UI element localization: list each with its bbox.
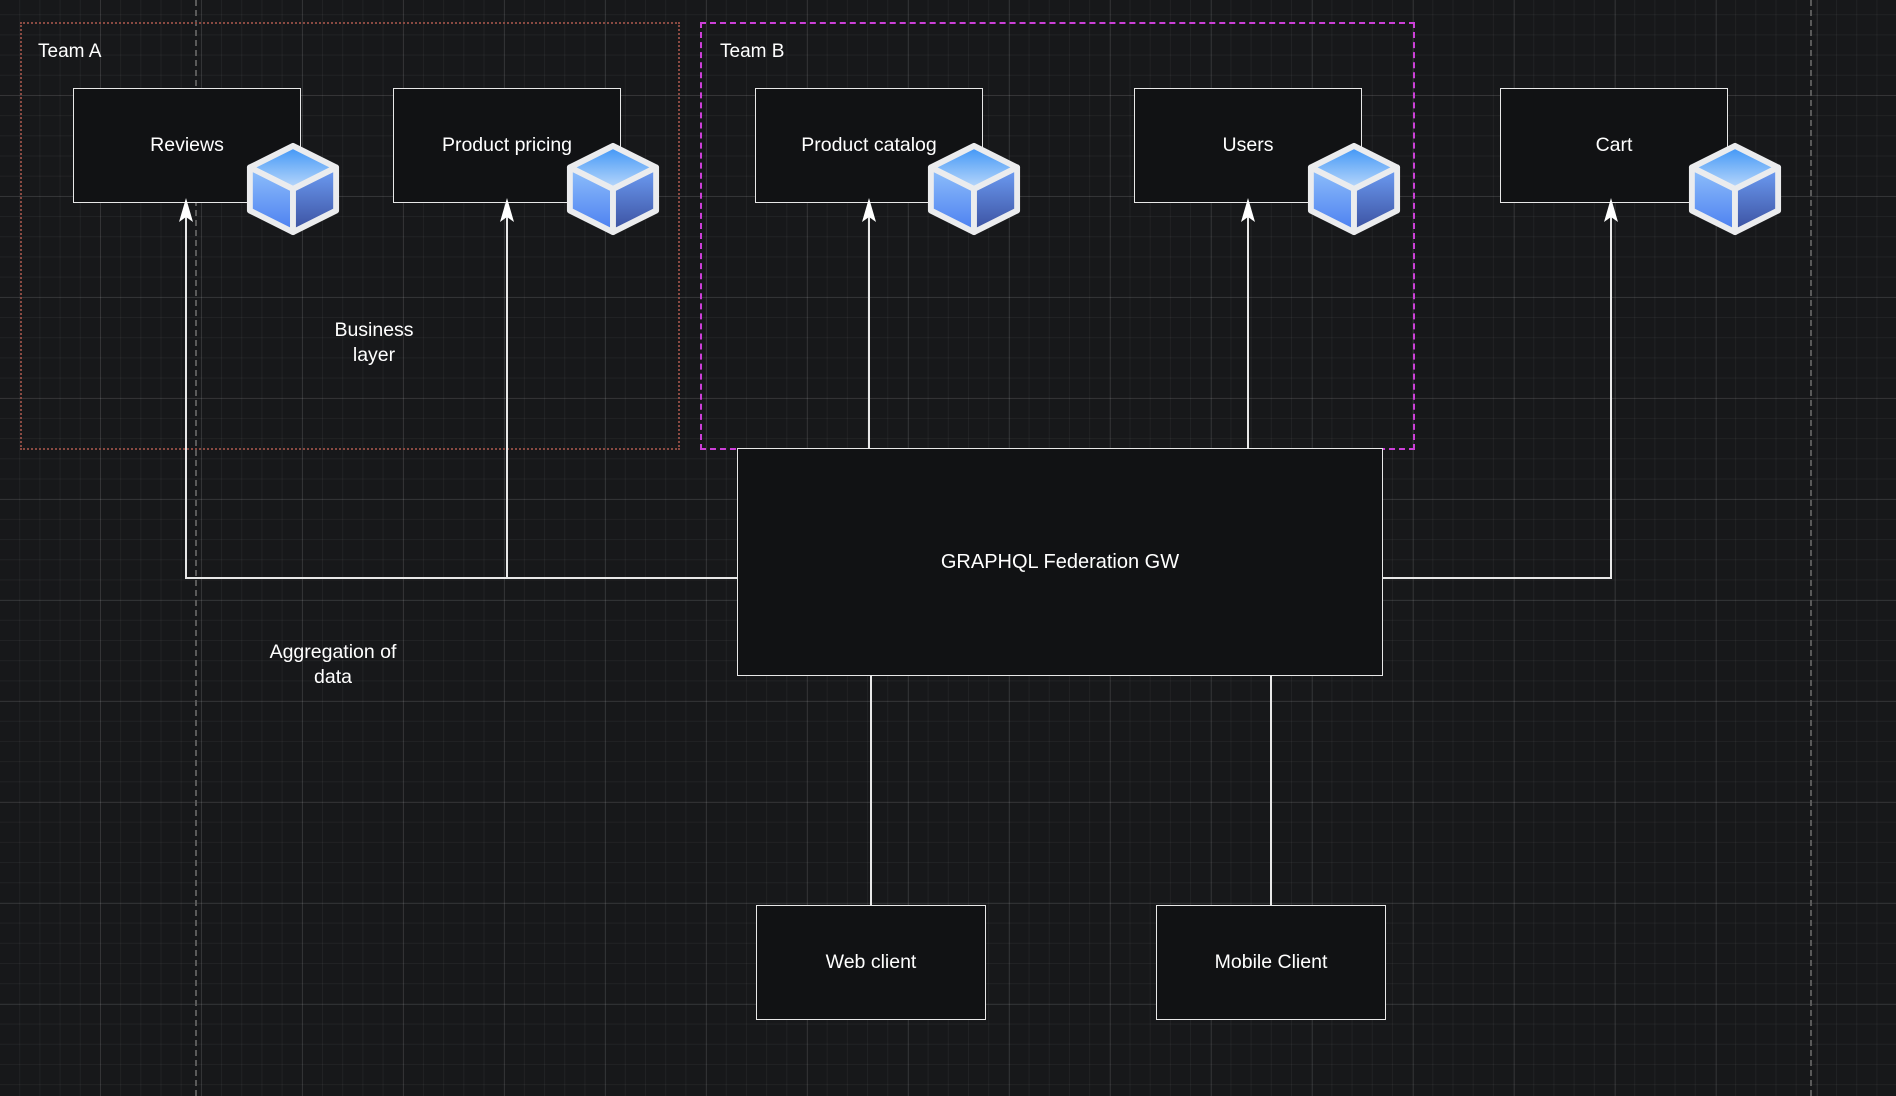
cube-icon (1307, 142, 1401, 236)
arrowhead-cart (1604, 198, 1618, 222)
client-box-mobile-client[interactable]: Mobile Client (1156, 905, 1386, 1020)
service-label-reviews: Reviews (150, 134, 224, 156)
cube-icon (566, 142, 660, 236)
group-team-a-label: Team A (38, 41, 102, 62)
group-team-b-label: Team B (720, 41, 785, 62)
page-break-left (195, 0, 197, 1096)
gateway-box-graphql-federation-gw[interactable]: GRAPHQL Federation GW (737, 448, 1383, 676)
gateway-label: GRAPHQL Federation GW (940, 550, 1180, 573)
arrowhead-users (1241, 198, 1255, 222)
service-label-product-pricing: Product pricing (441, 134, 573, 156)
arrowhead-product-catalog (862, 198, 876, 222)
service-label-cart: Cart (1595, 134, 1633, 156)
service-label-users: Users (1222, 134, 1274, 156)
annotation-aggregation-of-data: Aggregation of data (269, 641, 397, 688)
client-label-web-client: Web client (825, 951, 917, 973)
connector-gw-to-product-pricing (506, 215, 737, 579)
service-label-product-catalog: Product catalog (801, 134, 937, 156)
annotation-business-layer: Business layer (334, 319, 414, 366)
client-label-mobile-client: Mobile Client (1214, 951, 1328, 973)
connector-gw-to-cart (1383, 215, 1612, 579)
arrowhead-reviews (179, 198, 193, 222)
cube-icon (927, 142, 1021, 236)
cube-icon (1688, 142, 1782, 236)
page-break-right (1810, 0, 1812, 1096)
client-box-web-client[interactable]: Web client (756, 905, 986, 1020)
service-box-product-pricing[interactable]: Product pricing (393, 88, 621, 203)
service-box-cart[interactable]: Cart (1500, 88, 1728, 203)
cube-icon (246, 142, 340, 236)
arrowhead-product-pricing (500, 198, 514, 222)
group-team-a[interactable] (20, 22, 680, 450)
